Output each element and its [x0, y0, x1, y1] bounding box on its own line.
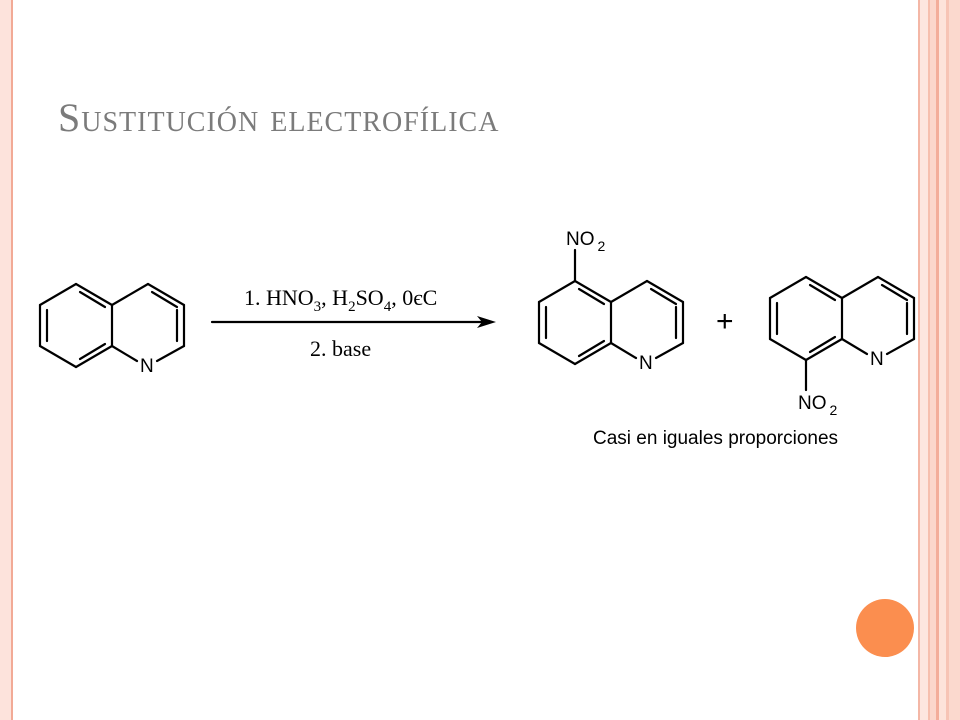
- reactant-bonds: [38, 282, 186, 369]
- right-decorative-border: [918, 0, 960, 720]
- plus-sign: +: [716, 305, 734, 338]
- product2-nitrogen-label: N: [870, 349, 884, 370]
- reaction-arrow: [210, 316, 496, 328]
- reactant-nitrogen-label: N: [140, 356, 154, 377]
- reaction-condition-step2: 2. base: [310, 336, 371, 361]
- decorative-orange-circle: [856, 599, 914, 657]
- product2-bonds: [768, 275, 916, 392]
- product-ratio-caption: Casi en iguales proporciones: [593, 428, 838, 449]
- product1-nitrogen-label: N: [639, 353, 653, 374]
- slide-title: Sustitución electrofílica: [58, 95, 500, 140]
- left-border-line: [11, 0, 13, 720]
- product1-bonds: [537, 248, 685, 366]
- left-decorative-border: [0, 0, 12, 720]
- reactant-quinoline: N: [38, 282, 186, 377]
- reaction-condition-step1: 1. HNO3, H2SO4, 0єC: [244, 285, 437, 315]
